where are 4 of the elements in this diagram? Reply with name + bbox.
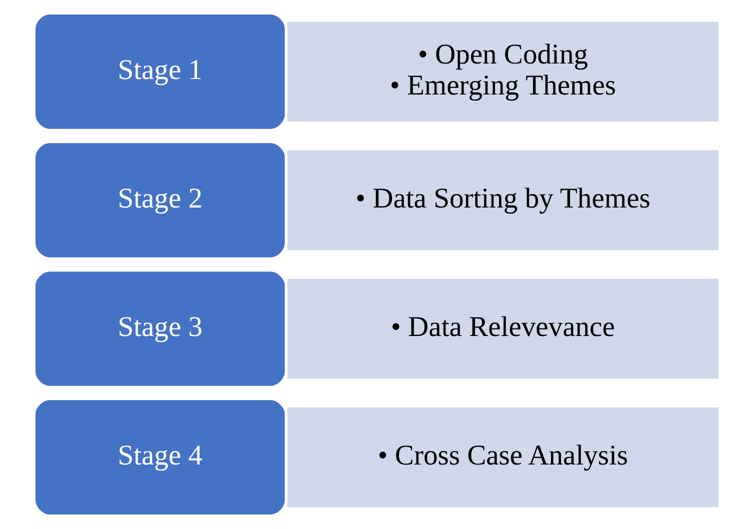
node-box: • Open Coding • Emerging Themes [286, 22, 718, 122]
node-box: • Data Relevevance [286, 278, 718, 379]
node-box: • Data Sorting by Themes [286, 150, 718, 250]
node-box: • Cross Case Analysis [286, 407, 718, 508]
